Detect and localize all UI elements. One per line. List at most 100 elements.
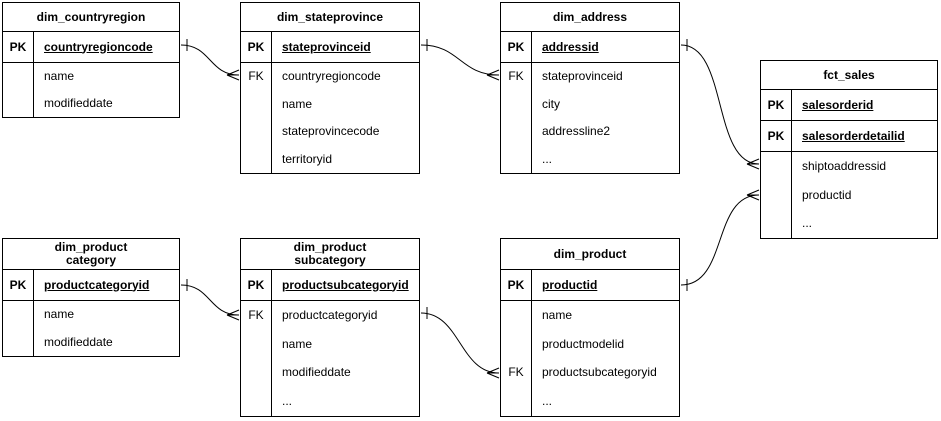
key-label <box>3 328 34 356</box>
key-label <box>241 358 272 388</box>
pk-label: PK <box>501 270 532 300</box>
pk-label: PK <box>501 32 532 62</box>
pk-label: PK <box>761 121 792 151</box>
column-name: city <box>542 96 560 111</box>
relationship-countryregion-stateprovince[interactable] <box>180 39 240 81</box>
column-name: ... <box>542 394 553 409</box>
relationship-curve <box>180 44 240 76</box>
key-label <box>501 329 532 359</box>
column-name: modifieddate <box>44 334 113 349</box>
table-row: name <box>241 90 419 118</box>
key-label <box>3 90 34 117</box>
column-name: productid <box>802 187 852 202</box>
table-row-pk: PK productcategoryid <box>3 270 179 301</box>
crow-foot-many-icon <box>226 309 240 321</box>
table-row: modifieddate <box>3 328 179 356</box>
table-dim-productcategory[interactable]: dim_product category PK productcategoryi… <box>2 238 180 357</box>
crow-foot-many-icon <box>226 69 240 81</box>
relationship-product-fctsales[interactable] <box>680 189 760 291</box>
key-label <box>241 387 272 416</box>
column-name: productcategoryid <box>44 277 150 292</box>
column-name: ... <box>542 151 553 166</box>
crow-foot-many-icon <box>746 189 760 201</box>
relationship-curve <box>680 44 760 165</box>
table-row-fk: FK stateprovinceid <box>501 63 679 91</box>
table-dim-address[interactable]: dim_address PK addressid FK stateprovinc… <box>500 2 680 174</box>
relationship-subcategory-product[interactable] <box>420 307 500 379</box>
column-name: name <box>282 96 313 111</box>
table-row-pk: PK productid <box>501 270 679 301</box>
column-name: modifieddate <box>44 96 113 110</box>
column-name: productsubcategoryid <box>282 277 409 292</box>
key-label <box>3 301 34 329</box>
key-label <box>241 118 272 146</box>
relationship-address-fctsales[interactable] <box>680 39 760 170</box>
table-row-pk: PK stateprovinceid <box>241 32 419 63</box>
crow-foot-many-icon <box>486 69 500 81</box>
table-fct-sales[interactable]: fct_sales PK salesorderid PK salesorderd… <box>760 60 938 239</box>
column-name: name <box>282 336 313 351</box>
table-title: fct_sales <box>761 61 937 90</box>
table-dim-productsubcategory[interactable]: dim_product subcategory PK productsubcat… <box>240 238 420 417</box>
key-label <box>761 209 792 239</box>
table-row: modifieddate <box>241 358 419 388</box>
table-row: ... <box>761 209 937 239</box>
column-name: productid <box>542 277 598 292</box>
column-name: name <box>44 307 75 322</box>
key-label <box>501 387 532 416</box>
fk-label: FK <box>241 301 272 330</box>
table-row: ... <box>501 387 679 416</box>
pk-label: PK <box>3 270 34 300</box>
column-name: ... <box>282 394 293 409</box>
column-name: stateprovinceid <box>542 69 623 84</box>
key-label <box>241 329 272 359</box>
table-row-pk: PK salesorderid <box>761 90 937 121</box>
table-row: productid <box>761 180 937 210</box>
table-row: name <box>3 301 179 329</box>
pk-label: PK <box>241 270 272 300</box>
column-name: shiptoaddressid <box>802 158 887 173</box>
key-label <box>241 145 272 173</box>
table-row: productmodelid <box>501 329 679 359</box>
table-row-fk: FK productcategoryid <box>241 301 419 330</box>
column-name: productcategoryid <box>282 307 378 322</box>
table-row: ... <box>501 145 679 173</box>
table-row: ... <box>241 387 419 416</box>
table-row: territoryid <box>241 145 419 173</box>
table-row: modifieddate <box>3 90 179 117</box>
key-label <box>241 90 272 118</box>
column-name: salesorderid <box>802 97 874 112</box>
key-label <box>3 63 34 90</box>
table-title: dim_product <box>501 239 679 270</box>
column-name: countryregioncode <box>44 39 153 54</box>
table-dim-countryregion[interactable]: dim_countryregion PK countryregioncode n… <box>2 2 180 118</box>
table-dim-product[interactable]: dim_product PK productid name productmod… <box>500 238 680 417</box>
pk-label: PK <box>761 90 792 120</box>
relationship-curve <box>680 194 760 286</box>
table-row: city <box>501 90 679 118</box>
fk-label: FK <box>501 63 532 91</box>
relationship-stateprovince-address[interactable] <box>420 39 500 81</box>
relationship-curve <box>420 312 500 374</box>
table-title: dim_address <box>501 3 679 32</box>
column-name: salesorderdetailid <box>802 128 905 143</box>
table-title: dim_product category <box>3 239 179 270</box>
key-label <box>761 152 792 181</box>
column-name: ... <box>802 216 813 231</box>
column-name: addressline2 <box>542 124 611 139</box>
table-title: dim_countryregion <box>3 3 179 32</box>
relationship-category-subcategory[interactable] <box>180 279 240 321</box>
table-dim-stateprovince[interactable]: dim_stateprovince PK stateprovinceid FK … <box>240 2 420 174</box>
key-label <box>501 301 532 330</box>
column-name: productmodelid <box>542 336 625 351</box>
column-name: territoryid <box>282 151 333 166</box>
column-name: stateprovinceid <box>282 39 371 54</box>
crow-foot-many-icon <box>746 158 760 170</box>
column-name: name <box>44 69 75 83</box>
key-label <box>761 180 792 210</box>
column-name: addressid <box>542 39 599 54</box>
key-label <box>501 145 532 173</box>
column-name: productsubcategoryid <box>542 365 657 380</box>
table-row: name <box>3 63 179 90</box>
